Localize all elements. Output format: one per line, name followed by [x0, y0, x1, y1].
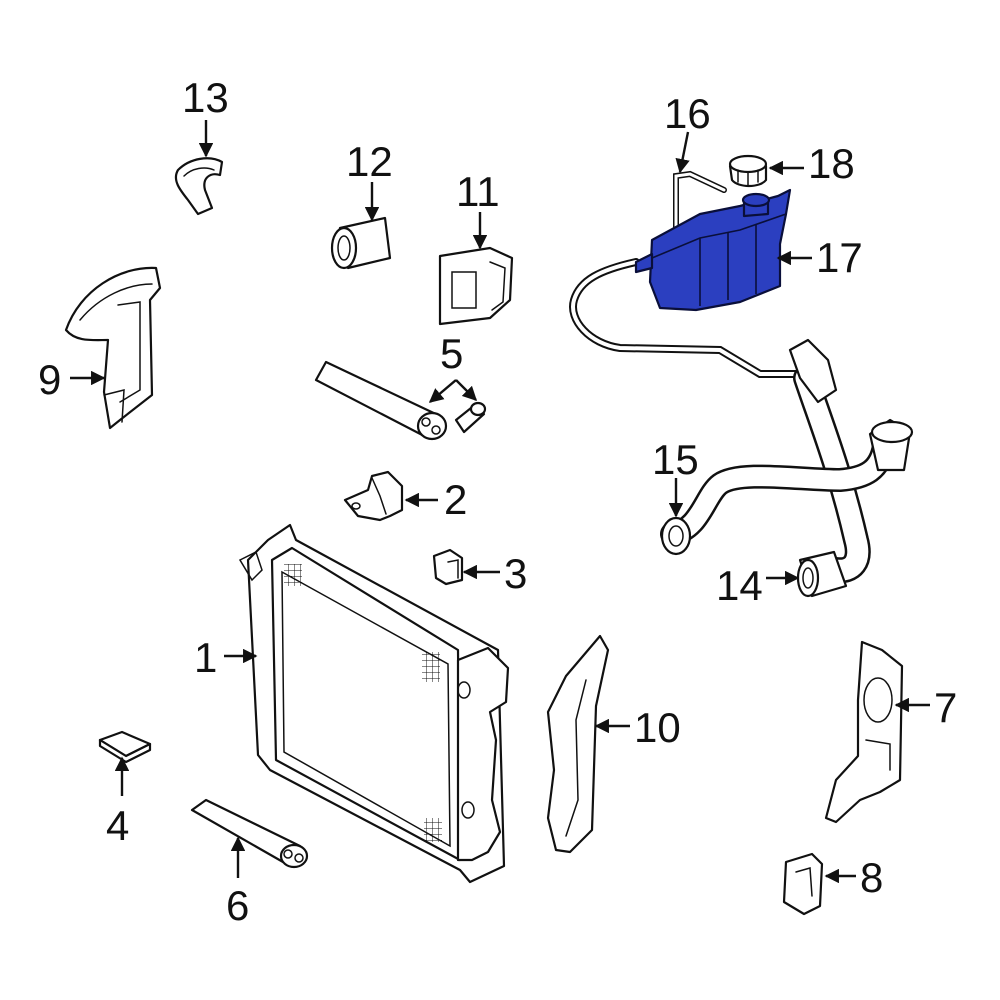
part-3-clip[interactable] — [432, 548, 464, 586]
part-18-reservoir-cap[interactable] — [728, 154, 768, 188]
part-10-side-seal[interactable] — [546, 634, 610, 854]
part-1-radiator[interactable] — [238, 523, 510, 884]
callout-11[interactable]: 11 — [456, 168, 500, 215]
part-4-pad[interactable] — [98, 730, 152, 764]
callout-7[interactable]: 7 — [934, 684, 957, 731]
part-16-overflow-pipe[interactable] — [569, 170, 804, 378]
callout-8[interactable]: 8 — [860, 854, 883, 901]
part-6-foam-tube[interactable] — [190, 798, 309, 869]
callout-12[interactable]: 12 — [346, 138, 393, 185]
callout-13[interactable]: 13 — [182, 74, 229, 121]
callout-10[interactable]: 10 — [634, 704, 681, 751]
part-2-mount[interactable] — [343, 470, 404, 522]
part-17-coolant-reservoir[interactable] — [634, 188, 792, 312]
callout-18[interactable]: 18 — [808, 140, 855, 187]
part-12-bushing[interactable] — [330, 216, 392, 270]
callout-15[interactable]: 15 — [652, 436, 699, 483]
leader-lines — [70, 120, 930, 884]
callout-16[interactable]: 16 — [664, 90, 711, 137]
callout-4[interactable]: 4 — [106, 802, 129, 849]
part-11-bracket[interactable] — [438, 246, 514, 326]
callout-9[interactable]: 9 — [38, 356, 61, 403]
part-8-bracket[interactable] — [782, 852, 824, 916]
callout-3[interactable]: 3 — [504, 550, 527, 597]
callout-17[interactable]: 17 — [816, 234, 863, 281]
part-5-foam-tube[interactable] — [314, 360, 487, 441]
callout-1[interactable]: 1 — [194, 634, 217, 681]
part-15-upper-hose[interactable] — [660, 418, 914, 556]
callout-2[interactable]: 2 — [444, 476, 467, 523]
part-9-air-guide[interactable] — [64, 266, 162, 430]
callout-labels: 1 2 3 4 5 6 7 8 9 10 11 12 13 14 15 16 1… — [38, 74, 957, 929]
callout-14[interactable]: 14 — [716, 562, 763, 609]
callout-6[interactable]: 6 — [226, 882, 249, 929]
part-7-air-guide[interactable] — [824, 640, 904, 824]
callout-5[interactable]: 5 — [440, 330, 463, 377]
part-13-clip[interactable] — [174, 157, 224, 216]
